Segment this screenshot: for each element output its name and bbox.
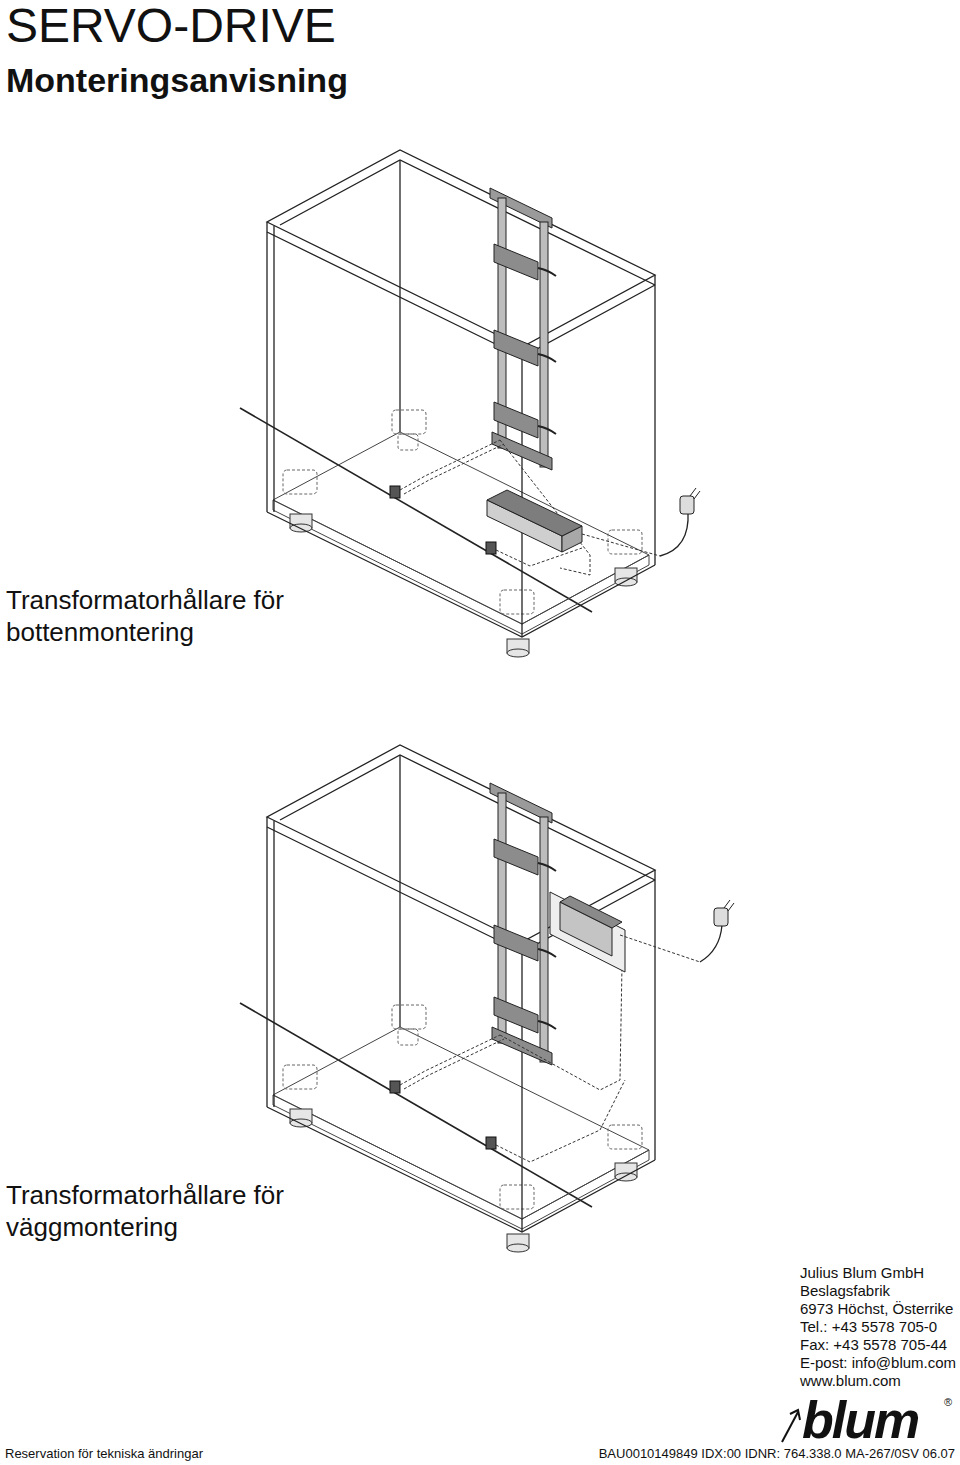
figure-caption: Transformatorhållare för bottenmontering [6,584,346,648]
address-line: 6973 Höchst, Österrike [800,1300,960,1318]
address-line: E-post: info@blum.com [800,1354,960,1372]
address-line: Fax: +43 5578 705-44 [800,1336,960,1354]
document-code: BAU0010149849 IDX:00 IDNR: 764.338.0 MA-… [560,1446,955,1462]
logo-arrow [782,1410,800,1442]
registered-mark: ® [944,1396,958,1408]
document-subtitle: Monteringsanvisning [6,60,506,100]
address-line: Tel.: +43 5578 705-0 [800,1318,960,1336]
address-line: www.blum.com [800,1372,960,1390]
address-line: Beslagsfabrik [800,1282,960,1300]
transformer-floor [487,440,700,575]
address-line: Julius Blum GmbH [800,1264,960,1282]
footer-note: Reservation för tekniska ändringar [5,1446,405,1462]
figure-caption: Transformatorhållare för väggmontering [6,1179,346,1243]
transformer-wall [496,892,734,1162]
brand-logo: blum [802,1392,952,1448]
document-title: SERVO-DRIVE [6,0,336,52]
